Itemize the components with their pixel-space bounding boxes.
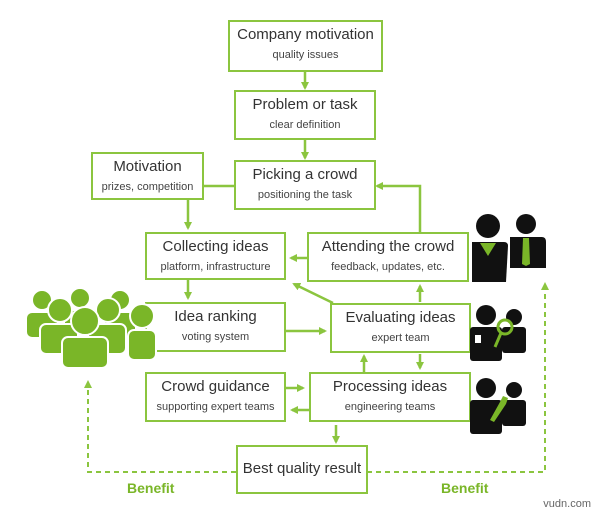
box-best-quality-result: Best quality result [236, 445, 368, 494]
arrow-evaluating-to-collecting [292, 282, 334, 305]
box-crowd-guidance: Crowd guidance supporting expert teams [145, 372, 286, 422]
box-processing-ideas: Processing ideas engineering teams [309, 372, 471, 422]
box-title: Idea ranking [174, 308, 257, 325]
box-collecting-ideas: Collecting ideas platform, infrastructur… [145, 232, 286, 280]
box-title: Attending the crowd [321, 238, 455, 255]
box-title: Motivation [113, 158, 182, 175]
crowd-group-icon [25, 288, 157, 368]
box-subtitle: supporting expert teams [156, 401, 275, 413]
box-evaluating-ideas: Evaluating ideas expert team [330, 303, 471, 353]
arrow-attending-to-picking [375, 182, 422, 232]
management-people-icon [472, 214, 546, 282]
box-subtitle: positioning the task [257, 189, 353, 201]
box-title: Processing ideas [332, 378, 448, 395]
benefit-label-right: Benefit [441, 480, 489, 496]
box-subtitle: platform, infrastructure [160, 261, 271, 273]
box-title: Picking a crowd [252, 166, 358, 183]
watermark: vudn.com [543, 498, 591, 510]
box-title: Collecting ideas [162, 238, 269, 255]
box-subtitle: clear definition [269, 119, 341, 131]
benefit-label-left: Benefit [127, 480, 175, 496]
box-title: Best quality result [242, 460, 362, 477]
box-subtitle: prizes, competition [101, 181, 194, 193]
expert-magnifier-people-icon [470, 305, 526, 361]
engineer-wrench-people-icon [470, 378, 526, 434]
box-title: Evaluating ideas [345, 309, 456, 326]
box-company-motivation: Company motivation quality issues [228, 20, 383, 72]
box-idea-ranking: Idea ranking voting system [145, 302, 286, 352]
box-problem-or-task: Problem or task clear definition [234, 90, 376, 140]
box-motivation: Motivation prizes, competition [91, 152, 204, 200]
box-attending-the-crowd: Attending the crowd feedback, updates, e… [307, 232, 469, 282]
box-subtitle: feedback, updates, etc. [331, 261, 445, 273]
box-subtitle: quality issues [272, 49, 339, 61]
box-title: Company motivation [237, 26, 374, 43]
box-title: Problem or task [252, 96, 358, 113]
benefit-dashed-left [84, 380, 236, 473]
box-picking-a-crowd: Picking a crowd positioning the task [234, 160, 376, 210]
box-subtitle: engineering teams [344, 401, 436, 413]
box-subtitle: voting system [181, 331, 250, 343]
box-subtitle: expert team [371, 332, 430, 344]
box-title: Crowd guidance [161, 378, 270, 395]
